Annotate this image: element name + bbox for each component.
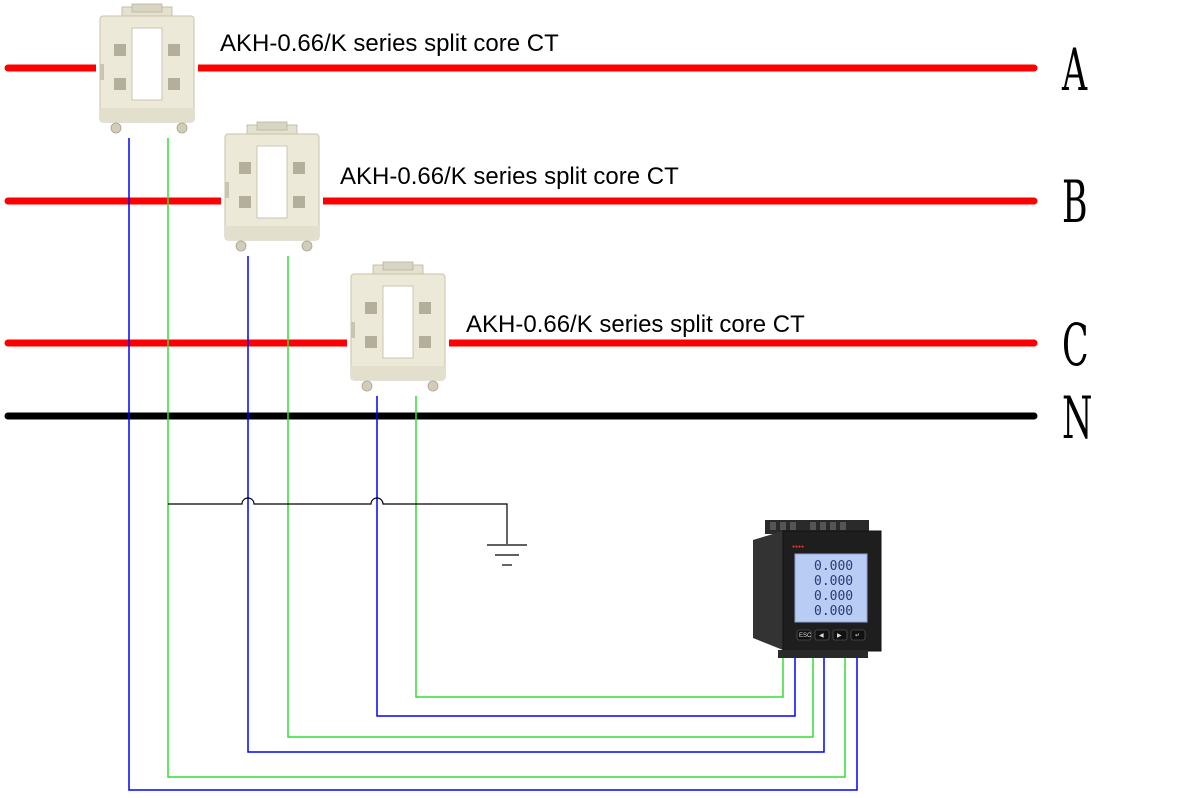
ct-c bbox=[346, 261, 450, 397]
meter-side bbox=[753, 531, 783, 650]
ct-c-label: AKH-0.66/K series split core CT bbox=[466, 311, 805, 338]
ct-wiring bbox=[128, 136, 858, 791]
ct-c-wire-blue bbox=[376, 396, 796, 717]
ct-a-wire-green bbox=[167, 136, 846, 778]
meter-button-4[interactable] bbox=[850, 629, 866, 641]
meter-screen bbox=[794, 553, 868, 623]
meter-buttons: ESC ◀ ▶ ↵ bbox=[796, 629, 866, 641]
meter-brand-mark: ●●●● bbox=[792, 544, 804, 550]
meter-row-1: 0.000 bbox=[814, 559, 853, 574]
ct-a bbox=[95, 3, 199, 139]
meter-button-2-label: ◀ bbox=[819, 633, 824, 639]
phase-b-label: B bbox=[1062, 170, 1088, 237]
meter-bottom-terminal bbox=[778, 650, 868, 658]
meter-row-2: 0.000 bbox=[814, 574, 853, 589]
ground-bus-wire bbox=[168, 497, 508, 544]
phase-a-label: A bbox=[1061, 38, 1087, 105]
ct-b-wire-green bbox=[287, 256, 814, 738]
meter-row-3: 0.000 bbox=[814, 589, 853, 604]
phase-labels: A B C N bbox=[1061, 38, 1092, 453]
meter-button-1[interactable] bbox=[796, 629, 812, 641]
meter-button-3-label: ▶ bbox=[837, 633, 842, 639]
ct-c-wire-green bbox=[415, 396, 784, 698]
ct-a-label: AKH-0.66/K series split core CT bbox=[220, 30, 559, 57]
ct-c-body bbox=[346, 261, 450, 397]
power-meter: ●●●● 0.000 0.000 0.000 0.000 ESC ◀ ▶ ↵ bbox=[753, 520, 882, 658]
meter-button-4-label: ↵ bbox=[855, 633, 860, 639]
meter-button-2[interactable] bbox=[814, 629, 830, 641]
meter-terminal-pins bbox=[770, 522, 846, 530]
meter-button-1-label: ESC bbox=[799, 633, 812, 639]
meter-button-3[interactable] bbox=[832, 629, 848, 641]
neutral-label: N bbox=[1062, 386, 1092, 453]
ct-labels: AKH-0.66/K series split core CT AKH-0.66… bbox=[220, 30, 805, 338]
ct-b bbox=[220, 121, 324, 257]
ground-connection bbox=[168, 497, 527, 566]
ct-b-body bbox=[220, 121, 324, 257]
ct-a-body bbox=[95, 3, 199, 139]
meter-row-4: 0.000 bbox=[814, 604, 853, 619]
phase-c-label: C bbox=[1062, 313, 1089, 380]
ct-b-label: AKH-0.66/K series split core CT bbox=[340, 163, 679, 190]
ct-a-wire-blue bbox=[128, 136, 858, 791]
phase-lines bbox=[4, 64, 1038, 420]
ct-b-wire-blue bbox=[247, 256, 825, 753]
